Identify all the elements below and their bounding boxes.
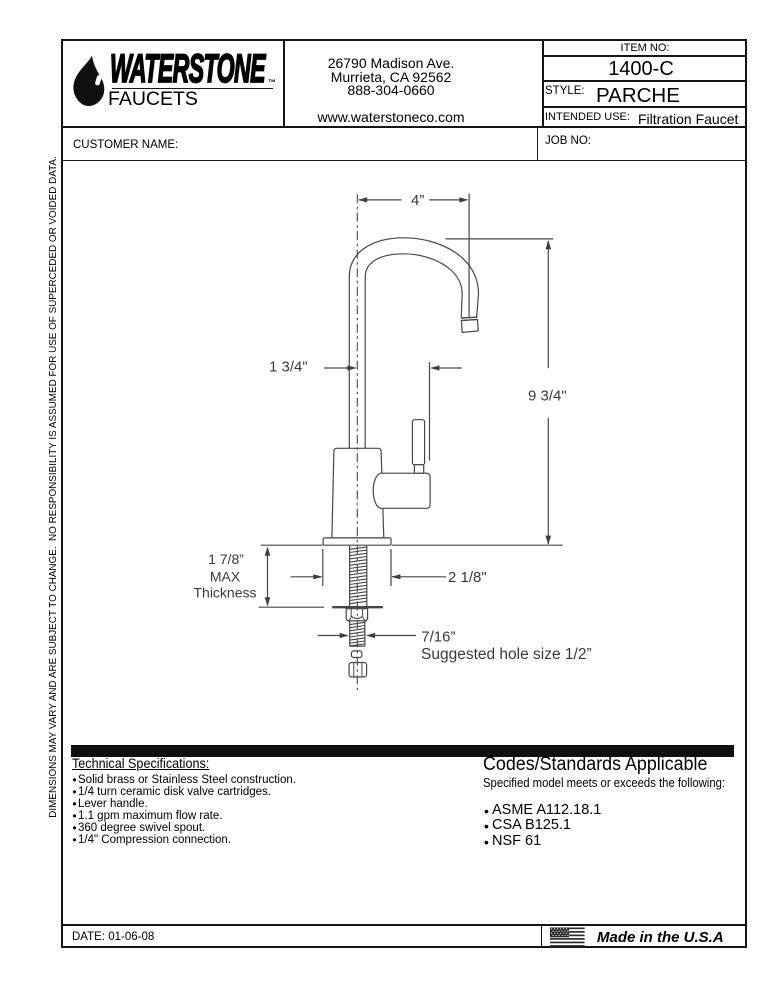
svg-text:9 3/4": 9 3/4" xyxy=(528,388,567,405)
svg-text:1 3/4": 1 3/4" xyxy=(269,359,308,376)
svg-text:MAX: MAX xyxy=(210,568,241,584)
svg-text:Thickness: Thickness xyxy=(193,584,256,600)
svg-text:4”: 4” xyxy=(411,192,424,209)
svg-text:2 1/8": 2 1/8" xyxy=(448,569,487,586)
svg-text:1 7/8”: 1 7/8” xyxy=(208,551,244,567)
svg-text:7/16”: 7/16” xyxy=(421,628,455,645)
svg-text:Suggested hole size 1/2”: Suggested hole size 1/2” xyxy=(421,646,592,663)
